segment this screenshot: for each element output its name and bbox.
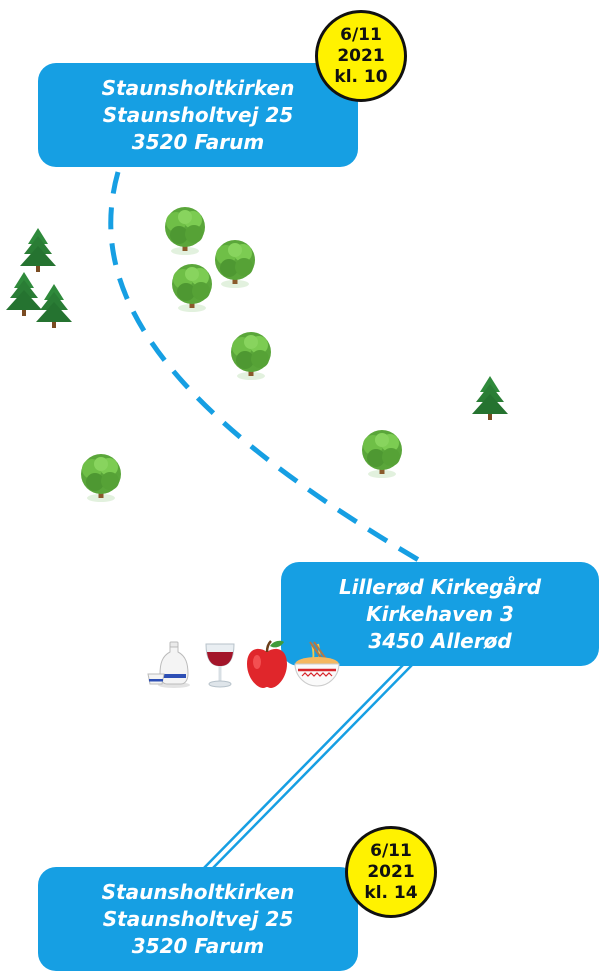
start-location-street: Staunsholtvej 25 xyxy=(102,102,294,127)
end-date: 6/11 xyxy=(370,840,412,861)
start-date: 6/11 xyxy=(340,24,382,45)
end-location-name: Staunsholtkirken xyxy=(101,879,295,904)
middle-location-city: 3450 Allerød xyxy=(368,628,512,653)
deciduous-tree-icon xyxy=(172,264,212,312)
middle-location-street: Kirkehaven 3 xyxy=(366,601,514,626)
end-location-street: Staunsholtvej 25 xyxy=(102,906,294,931)
end-time: kl. 14 xyxy=(364,882,418,903)
apple-icon xyxy=(247,640,287,688)
middle-location-name: Lillerød Kirkegård xyxy=(338,574,542,599)
route-double-b xyxy=(210,663,414,871)
start-location-city: 3520 Farum xyxy=(131,129,265,154)
deciduous-tree-icon xyxy=(81,454,121,502)
start-time-badge: 6/11 2021 kl. 10 xyxy=(315,10,407,102)
route-dashed xyxy=(108,171,424,565)
noodle-bowl-icon xyxy=(294,641,340,687)
conifer-tree-icon xyxy=(36,284,72,328)
end-location-box: Staunsholtkirken Staunsholtvej 25 3520 F… xyxy=(38,867,358,971)
deciduous-tree-icon xyxy=(231,332,271,380)
route-double-a xyxy=(201,663,405,871)
conifer-tree-icon xyxy=(20,228,56,272)
end-location-city: 3520 Farum xyxy=(131,933,265,958)
start-time: kl. 10 xyxy=(334,66,388,87)
middle-location-box: Lillerød Kirkegård Kirkehaven 3 3450 All… xyxy=(281,562,599,666)
end-time-badge: 6/11 2021 kl. 14 xyxy=(345,826,437,918)
start-year: 2021 xyxy=(337,45,385,66)
start-location-box: Staunsholtkirken Staunsholtvej 25 3520 F… xyxy=(38,63,358,167)
start-location-name: Staunsholtkirken xyxy=(101,75,295,100)
deciduous-tree-icon xyxy=(215,240,255,288)
conifer-tree-icon xyxy=(472,376,508,420)
deciduous-tree-icon xyxy=(165,207,205,255)
wine-glass-icon xyxy=(205,643,235,688)
deciduous-tree-icon xyxy=(362,430,402,478)
sake-icon xyxy=(147,641,190,688)
end-year: 2021 xyxy=(367,861,415,882)
